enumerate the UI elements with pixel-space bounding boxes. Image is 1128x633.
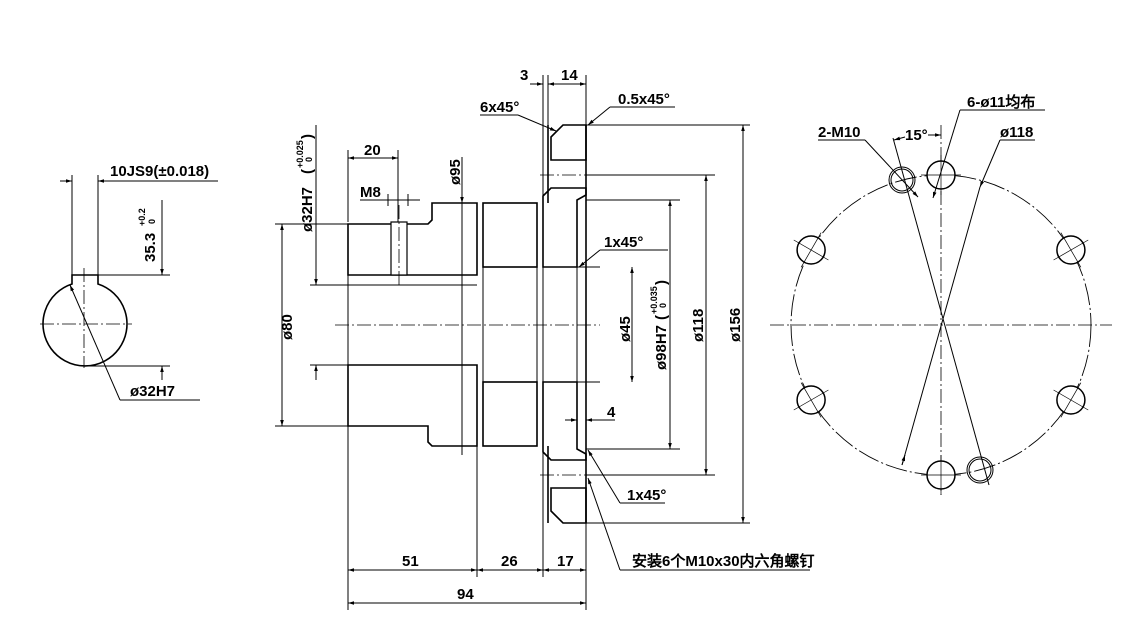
flange-rim-top <box>550 124 587 161</box>
dia-95-label: ø95 <box>447 159 464 185</box>
length-51-label: 51 <box>402 553 419 570</box>
clearance-hole <box>1053 232 1089 268</box>
chamfer-6-label: 6x45° <box>480 99 519 116</box>
dia-98-label: ø98H7 <box>653 325 670 370</box>
clearance-holes <box>793 155 1089 495</box>
dia-98-tol-upper: +0.035 <box>649 286 659 314</box>
clearance-holes-label: 6-ø11均布 <box>967 93 1035 111</box>
hub-section-bottom <box>347 364 478 447</box>
clearance-hole <box>793 232 829 268</box>
clearance-hole <box>921 155 961 195</box>
chamfer-1-bottom-label: 1x45° <box>627 487 666 504</box>
bore-fit-label: ø32H7 <box>299 187 316 232</box>
flange-gap-label: 3 <box>520 67 528 84</box>
coupling-section-view: ø80 ø32H7 ( +0.025 0 ) 20 M8 ø95 <box>275 67 815 610</box>
dia-118-label: ø118 <box>690 309 707 342</box>
hub-od-label: ø80 <box>279 314 296 340</box>
svg-text:(: ( <box>653 315 670 320</box>
assembly-note: 安装6个M10x30内六角螺钉 <box>632 552 815 570</box>
keyway-depth-label: 35.3 <box>142 233 159 262</box>
flange-section-bottom <box>542 381 587 461</box>
bore-outline <box>42 274 128 367</box>
svg-text:(: ( <box>299 169 316 174</box>
step-4-label: 4 <box>607 404 616 421</box>
threaded-hole-bottom <box>966 456 994 484</box>
bore-tol-upper: +0.025 <box>295 140 305 168</box>
length-26-label: 26 <box>501 553 518 570</box>
bore-label: ø32H7 <box>130 383 175 400</box>
keyway-depth-tol-upper: +0.2 <box>137 208 147 226</box>
elastomer-top <box>482 202 538 268</box>
svg-text:): ) <box>299 134 316 139</box>
flange-section-top <box>542 187 587 268</box>
flange-thickness-label: 14 <box>561 67 578 84</box>
keyway-width-label: 10JS9(±0.018) <box>110 163 209 180</box>
chamfer-05-label: 0.5x45° <box>618 91 670 108</box>
clearance-hole <box>921 455 961 495</box>
length-94-label: 94 <box>457 586 474 603</box>
svg-text:): ) <box>653 280 670 285</box>
tap-thread-label: M8 <box>360 184 381 201</box>
tap-width-label: 20 <box>364 142 381 159</box>
dia-156-label: ø156 <box>727 308 744 342</box>
keyway-depth-tol-lower: 0 <box>147 219 157 224</box>
pcd-label: ø118 <box>1000 124 1033 141</box>
flange-end-view: ø118 2-M10 15° 6-ø11均布 <box>770 93 1112 495</box>
elastomer-bottom <box>482 381 538 447</box>
length-17-label: 17 <box>557 553 574 570</box>
bore-tol-lower: 0 <box>304 157 314 162</box>
dia-98-tol-lower: 0 <box>658 303 668 308</box>
flange-rim-bottom <box>550 487 587 524</box>
chamfer-1-top-label: 1x45° <box>604 234 643 251</box>
dia-45-label: ø45 <box>617 316 634 342</box>
hub-section-top <box>347 202 478 276</box>
keyed-bore-view: 10JS9(±0.018) 35.3 +0.2 0 ø32H7 <box>40 163 218 401</box>
angle-label: 15° <box>905 127 928 144</box>
clearance-hole <box>793 382 829 418</box>
threaded-holes-label: 2-M10 <box>818 124 861 141</box>
clearance-hole <box>1053 382 1089 418</box>
